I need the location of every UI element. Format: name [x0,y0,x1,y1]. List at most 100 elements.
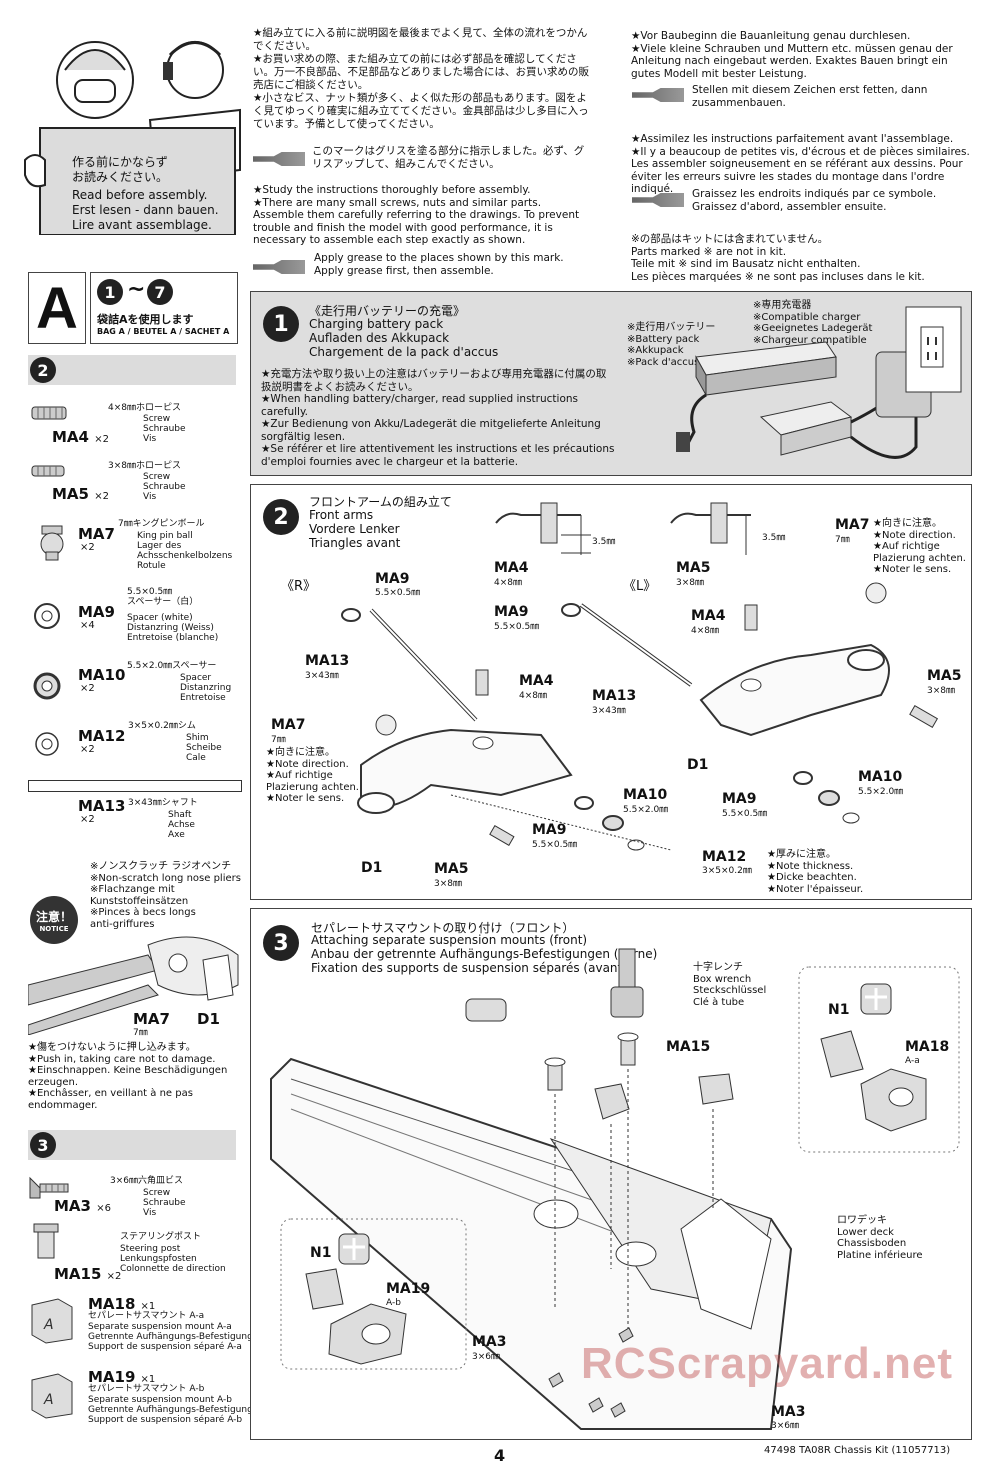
en-notes: ★Study the instructions thoroughly befor… [253,184,580,246]
cartoon-jp: 作る前にかならず お読みください。 [72,155,169,184]
parts-header-step2: 2 [28,355,236,385]
step-to-badge: 7 [147,279,173,305]
label-ma9: MA9 [494,604,529,620]
label-ma4: MA4 [494,560,529,576]
part-desc: Shaft Achse Axe [168,810,195,840]
part-desc: Shim Scheibe Cale [186,733,222,763]
battery-label: ※走行用バッテリー ※Battery pack ※Akkupack ※Pack … [627,322,716,368]
part-qty: ×1 [140,1374,156,1385]
part-jp: 3×6㎜六角皿ビス [110,1176,183,1186]
chassis-drawing [270,948,960,1430]
spacer-icon [34,603,60,629]
note-direction: ★向きに注意。 ★Note direction. ★Auf richtige P… [873,518,966,575]
svg-text:A: A [43,1392,54,1408]
part-qty: ×2 [80,814,95,825]
step3-de: Anbau der getrennte Aufhängungs-Befestig… [311,947,658,961]
part-qty: ×2 [94,491,109,502]
step-badge: 2 [263,499,299,535]
part-code: MA7 [78,525,115,543]
side-tag-l: 《L》 [623,579,657,594]
label-ma18: MA18 [905,1039,950,1055]
part-code: MA18 [88,1295,136,1313]
step-from: 1 [104,282,116,302]
label-ma10: MA10 [623,787,668,803]
label-ma9: MA9 [375,571,410,587]
part-desc: Separate suspension mount A-b Getrennte … [88,1395,271,1425]
part-code: MA13 [78,797,126,815]
part-jp: 7㎜キングピンボール [118,519,205,529]
bag-letter-box: A [28,272,86,344]
shim-icon [35,732,59,756]
notice-badge: 注意！ NOTICE [30,896,78,944]
step-number: 3 [273,930,289,956]
bag-letter: A [36,275,78,341]
intro-cartoon: 作る前にかならず お読みください。 Read before assembly. … [20,10,245,235]
notice-ma7-size: 7㎜ [133,1028,148,1038]
size-ma5: 3×8㎜ [434,879,462,889]
screw-icon [31,406,67,420]
part-qty: ×2 [80,744,95,755]
label-ma19: MA19 [386,1281,431,1297]
part-code: MA3 [54,1197,91,1215]
front-arms-drawing [341,502,939,851]
step-badge: 1 [263,306,299,342]
size-ma7: 7㎜ [835,535,850,545]
jp-grease: このマークはグリスを塗る部分に指示しました。必ず、グリスアップして、組みこんでく… [312,145,585,170]
notice-jp: 注意！ [35,909,72,924]
not-in-kit-note: ※の部品はキットには含まれていません。 Parts marked ※ are n… [631,233,925,283]
de-notes: ★Vor Baubeginn die Bauanleitung genau du… [631,30,953,80]
grease-icon [632,88,684,102]
suspension-mount-icon: A [31,1373,73,1419]
step-badge: 3 [30,1132,56,1158]
label-ma5: MA5 [927,668,962,684]
step1-fr: Chargement de la pack d'accus [309,345,499,359]
size-ma4: 4×8㎜ [494,578,522,588]
part-code-ma5: MA5 ×2 [52,485,109,503]
wrench-label: 十字レンチ Box wrench Steckschlüssel Clé à tu… [693,962,767,1008]
part-code-ma4: MA4 ×2 [52,428,109,446]
label-ma5: MA5 [676,560,711,576]
step1-panel: 1 《走行用バッテリーの充電》 Charging battery pack Au… [250,291,972,476]
dim-label: 3.5㎜ [762,533,786,543]
label-n1: N1 [310,1245,332,1261]
grease-icon [253,260,305,274]
label-ma13: MA13 [592,688,637,704]
part-jp: 4×8㎜ホローピス [108,403,181,413]
notice-ma7: MA7 [133,1010,170,1028]
part-desc: Separate suspension mount A-a Getrennte … [88,1322,270,1352]
part-code-ma15: MA15 ×2 [54,1265,121,1283]
part-code: MA10 [78,666,126,684]
label-d1: D1 [687,757,709,773]
cartoon-line-2: Lire avant assemblage. [72,218,212,232]
part-desc: Screw Schraube Vis [143,414,186,444]
dim-label: 3.5㎜ [592,537,616,547]
part-jp: 5.5×0.5㎜ スペーサー（白） [127,587,199,607]
part-jp: セパレートサスマウント A-b [88,1384,205,1394]
label-ma7: MA7 [835,517,870,533]
shaft-icon [28,780,242,792]
step1-jp: 《走行用バッテリーの充電》 [309,304,466,318]
part-code-ma10: MA10 [78,666,125,684]
svg-text:A: A [43,1317,54,1333]
part-code-ma9: MA9 [78,603,115,621]
step-badge: 3 [263,925,299,961]
step2-de: Vordere Lenker [309,522,400,536]
screw-icon [31,465,65,477]
mechanics-illustration [24,41,241,235]
note-thickness: ★厚みに注意。 ★Note thickness. ★Dicke beachten… [767,849,864,895]
steering-post-icon [33,1223,59,1259]
step-number: 2 [37,360,49,380]
size-ma13: 3×43㎜ [305,671,339,681]
step3-fr: Fixation des supports de suspension sépa… [311,961,627,975]
grease-icon [253,152,305,166]
spacer-icon [33,672,61,700]
label-ma5: MA5 [434,861,469,877]
step1-de: Aufladen des Akkupack [309,331,450,345]
ball-icon [40,525,64,561]
label-d1: D1 [361,860,383,876]
size-ma4: 4×8㎜ [691,626,719,636]
label-ma9: MA9 [722,791,757,807]
watermark: RCScrapyard.net [581,1339,954,1388]
step-number: 2 [273,504,289,530]
notice-d1: D1 [197,1010,220,1028]
